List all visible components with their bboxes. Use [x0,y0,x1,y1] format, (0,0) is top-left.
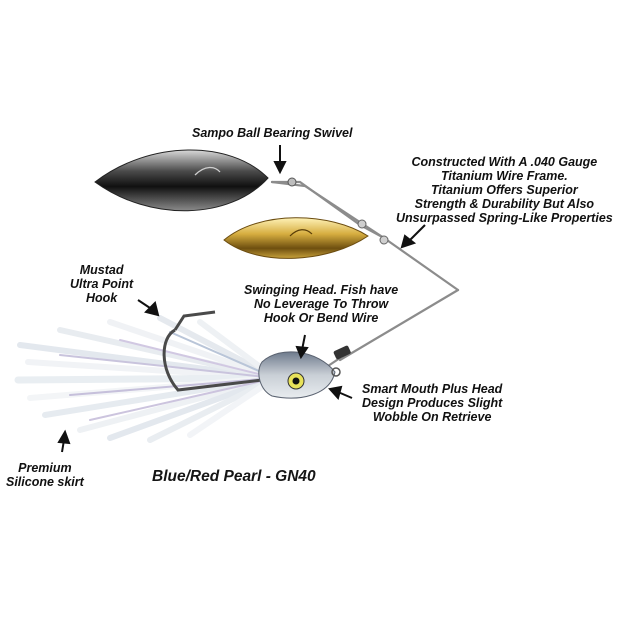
swivel-bead [287,177,297,187]
callout-line: Unsurpassed Spring-Like Properties [396,211,613,225]
wire-sleeve [333,345,351,360]
callout-line: Titanium Offers Superior [430,183,578,197]
callout-swivel: Sampo Ball Bearing Swivel [192,126,352,140]
callout-line: Ultra Point [70,277,134,291]
callout-line: Swinging Head. Fish have [244,283,399,297]
silicone-skirt [14,315,279,443]
callout-hook: Mustad Ultra Point Hook [70,263,133,305]
gold-willow-blade [223,217,369,259]
callout-line: Hook [85,291,118,305]
callout-arrows [57,145,426,453]
silver-willow-blade [94,149,269,212]
callout-mouth: Smart Mouth Plus Head Design Produces Sl… [362,382,502,424]
callout-line: Strength & Durability But Also [414,197,595,211]
lure-head [258,351,341,399]
callout-line: Design Produces Slight [362,396,503,410]
callout-frame: Constructed With A .040 Gauge Titanium W… [396,155,613,225]
hook [162,328,263,392]
frame-bead [379,235,389,245]
frame-bead [357,219,367,229]
wire-frame [270,180,460,370]
callout-line: Sampo Ball Bearing Swivel [192,126,353,140]
callout-line: Wobble On Retrieve [372,410,492,424]
product-title: Blue/Red Pearl - GN40 [152,468,316,485]
callout-line: Smart Mouth Plus Head [362,382,503,396]
callout-line: Premium [18,461,72,475]
callout-line: Silicone skirt [6,475,84,489]
callout-line: Mustad [79,263,124,277]
callout-skirt: Premium Silicone skirt [6,461,84,489]
callout-line: Titanium Wire Frame. [440,169,568,183]
callout-line: No Leverage To Throw [253,297,389,311]
callout-line: Constructed With A .040 Gauge [411,155,598,169]
callout-head: Swinging Head. Fish have No Leverage To … [244,283,398,325]
callout-line: Hook Or Bend Wire [263,311,379,325]
